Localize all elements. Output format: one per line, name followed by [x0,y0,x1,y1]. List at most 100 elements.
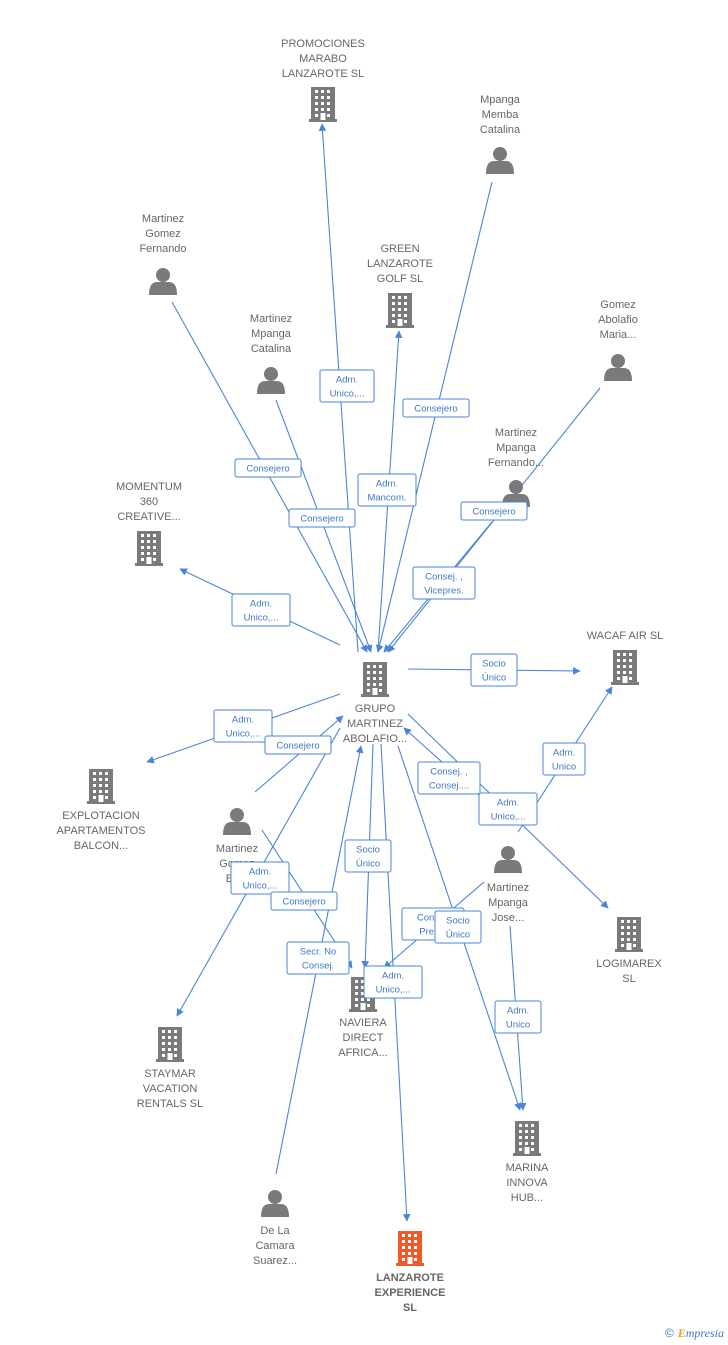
node-label-line: LANZAROTE SL [282,68,365,80]
edge-label[interactable]: Consejero [402,398,470,418]
building-icon [87,769,115,804]
node-label-line: GREEN [380,243,419,255]
edge-label-text: Consejero [282,897,325,908]
edge-label[interactable]: Consej. ,Consej.... [417,761,481,795]
node-marina[interactable]: MARINAINNOVAHUB... [506,1121,549,1204]
building-icon [611,650,639,685]
edge-label-text: Consejero [246,464,289,475]
edge-label-box [270,891,338,911]
edge-label[interactable]: Adm.Unico,... [478,792,538,826]
edge-label[interactable]: Consejero [264,735,332,755]
edge-label-text: Adm. [336,375,358,386]
edge-label-text: Socio [482,659,506,670]
edge-label-box [231,593,291,627]
edge-label-box [344,839,392,873]
edge-label-box [402,398,470,418]
edge-label[interactable]: Consejero [234,458,302,478]
edge-label-text: Consejero [276,741,319,752]
edge-label[interactable]: Adm.Mancom. [357,473,417,507]
node-label-line: Gomez [145,228,180,240]
edge-label-text: Unico,... [244,613,279,624]
node-label-line: DIRECT [343,1032,384,1044]
building-icon [135,531,163,566]
node-wacaf[interactable]: WACAF AIR SL [587,630,664,685]
node-label-line: Martinez [487,882,529,894]
edge-label[interactable]: Consejero [270,891,338,911]
node-label-line: Martinez [495,427,537,439]
node-label-line: 360 [140,496,158,508]
edge-label[interactable]: Adm.Unico [494,1000,542,1034]
edge-label-text: Adm. [250,599,272,610]
node-label-line: MOMENTUM [116,481,182,493]
edge-label-text: Adm. [553,748,575,759]
node-martinez-mpanga-jose[interactable]: MartinezMpangaJose... [487,846,529,924]
node-label-line: Maria... [600,329,637,341]
edge-label[interactable]: Consejero [288,508,356,528]
edge-label-text: Único [356,859,380,870]
edge-label[interactable]: Consej. ,Vicepres. [412,566,476,600]
node-label-line: Catalina [480,124,521,136]
edge-label-text: Unico [506,1020,530,1031]
node-naviera[interactable]: NAVIERADIRECTAFRICA... [338,977,388,1059]
building-icon [309,87,337,122]
node-label-line: Abolafio [598,314,638,326]
node-label-line: Fernando [139,243,186,255]
edge-label-text: Consej. [417,913,449,924]
node-gomez-abolafio[interactable]: GomezAbolafioMaria... [598,299,638,381]
node-label-line: Mpanga [480,94,521,106]
node-martinez-mpanga-fernando[interactable]: MartinezMpangaFernando... [488,427,544,507]
edge-label-text: Consejero [300,514,343,525]
building-icon [396,1231,424,1266]
person-icon [494,846,522,873]
edge-label[interactable]: Adm.Unico,... [213,709,273,743]
edge-label[interactable]: Adm.Unico [542,742,586,776]
empresia-logo: ©Empresia [665,1326,724,1341]
person-icon [149,268,177,295]
node-label-line: EXPLOTACION [62,810,139,822]
edge-label[interactable]: Adm.Unico,... [319,369,375,403]
node-label-line: Memba [482,109,520,121]
copyright-symbol: © [664,1326,674,1340]
node-explotacion[interactable]: EXPLOTACION APARTAMENTOS BALCON... [56,769,146,852]
node-label-line: APARTAMENTOS [56,825,145,837]
building-icon [386,293,414,328]
node-label-line: Camara [255,1240,295,1252]
edge-label-text: Adm. [382,971,404,982]
edge-label-text: Adm. [497,798,519,809]
edge-label[interactable]: Adm.Unico,... [230,861,290,895]
node-label-line: INNOVA [506,1177,548,1189]
node-label-line: Martinez [250,313,292,325]
edge-label[interactable]: Consejero [460,501,528,521]
node-label-line: NAVIERA [339,1017,387,1029]
edge-label-box [264,735,332,755]
edge-label-text: Socio [446,916,470,927]
edge-label-text: Unico,... [226,729,261,740]
edge-label-box [286,941,350,975]
edge-label-box [412,566,476,600]
edge-label[interactable]: Adm.Unico,... [363,965,423,999]
node-label-line: Catalina [251,343,292,355]
node-de-la-camara[interactable]: De LaCamaraSuarez... [253,1190,297,1267]
brand-initial: E [677,1326,686,1340]
edge-label-box [478,792,538,826]
node-momentum[interactable]: MOMENTUM360CREATIVE... [116,481,182,566]
node-grupo[interactable]: GRUPOMARTINEZABOLAFIO... [343,662,407,745]
node-label-line: BALCON... [74,840,128,852]
node-label-line: Suarez... [253,1255,297,1267]
edge-label-text: Consej. , [430,767,468,778]
node-label-line: MARINA [506,1162,549,1174]
edge-label[interactable]: Adm. Unico,... [231,593,291,627]
